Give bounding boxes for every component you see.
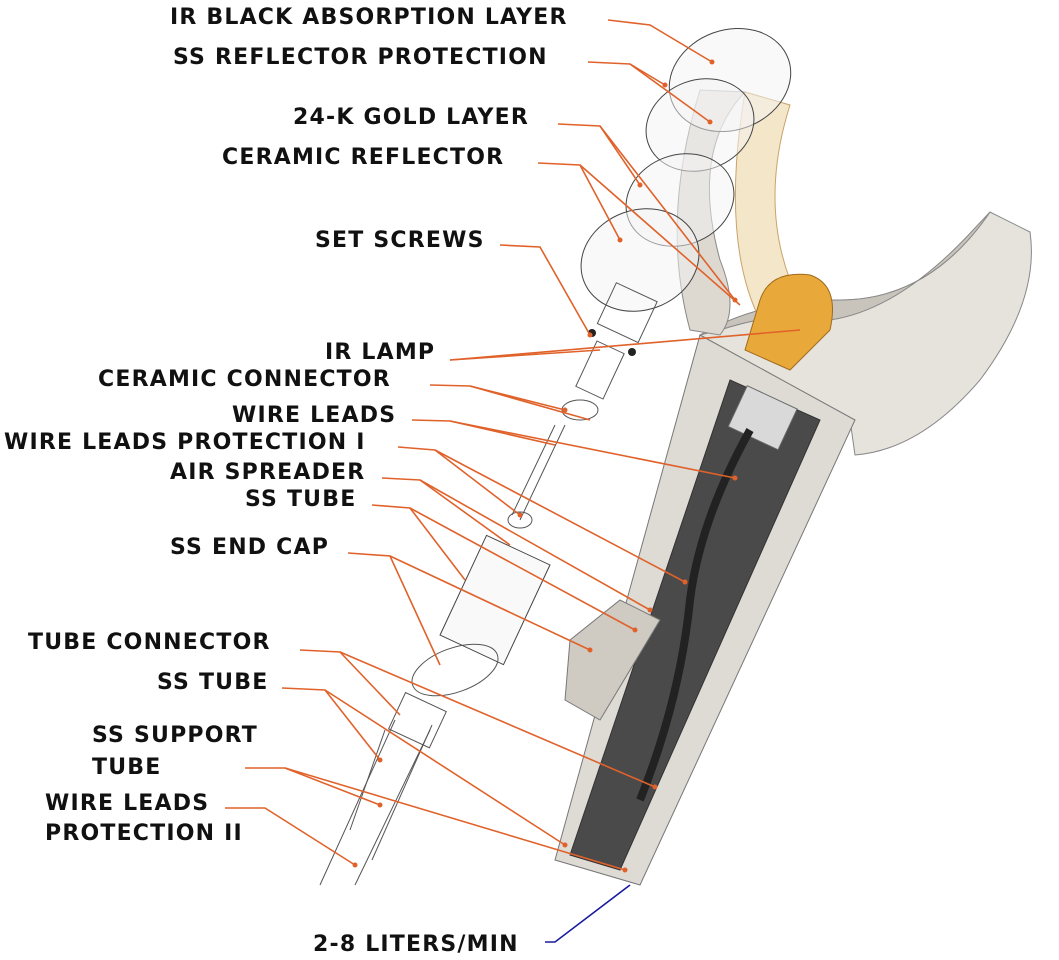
part-support-tube: [371, 724, 433, 861]
part-support-tube: [349, 729, 386, 831]
label-ss-reflector-protection: SS REFLECTOR PROTECTION: [173, 45, 548, 70]
label-ss-support-tube-line1: SS SUPPORT: [92, 723, 258, 748]
wire-leads: [636, 428, 754, 802]
label-set-screws: SET SCREWS: [315, 228, 485, 253]
leader-dots: [352, 59, 738, 873]
part-end-cap: [411, 643, 499, 697]
label-ceramic-reflector: CERAMIC REFLECTOR: [222, 145, 504, 170]
label-wire-leads: WIRE LEADS: [232, 403, 396, 428]
label-ir-black-absorption-layer: IR BLACK ABSORPTION LAYER: [170, 5, 568, 30]
ir-lamp: [744, 273, 833, 371]
label-ss-end-cap: SS END CAP: [170, 535, 329, 560]
flow-leader: [545, 884, 631, 943]
part-tube-connector: [387, 691, 447, 749]
part-wire-leads: [519, 424, 566, 521]
label-ir-lamp: IR LAMP: [325, 340, 435, 365]
leader-lines: [225, 19, 801, 943]
part-ss-tube-2: [354, 729, 431, 886]
part-lamp-holder: [596, 282, 658, 344]
label-tube-connector: TUBE CONNECTOR: [28, 630, 271, 655]
label-wire-leads-protection-2-line2: PROTECTION II: [45, 821, 243, 846]
label-ss-tube: SS TUBE: [245, 487, 356, 512]
part-ceramic-reflector: [580, 208, 700, 312]
label-ss-support-tube-line2: TUBE: [92, 755, 161, 780]
label-wire-leads-protection-2-line1: WIRE LEADS: [45, 791, 209, 816]
label-wire-leads-protection-1: WIRE LEADS PROTECTION I: [4, 430, 366, 455]
label-ceramic-connector: CERAMIC CONNECTOR: [98, 367, 391, 392]
label-air-spreader: AIR SPREADER: [170, 460, 365, 485]
label-flow-rate: 2-8 LITERS/MIN: [313, 932, 519, 957]
part-air-spreader: [507, 511, 533, 529]
label-24k-gold-layer: 24-K GOLD LAYER: [293, 105, 529, 130]
part-ceramic-connector: [575, 340, 625, 400]
label-ss-tube-2: SS TUBE: [157, 670, 268, 695]
part-ss-tube: [439, 534, 551, 666]
part-ss-tube-2: [319, 719, 396, 886]
set-screw: [628, 348, 636, 356]
